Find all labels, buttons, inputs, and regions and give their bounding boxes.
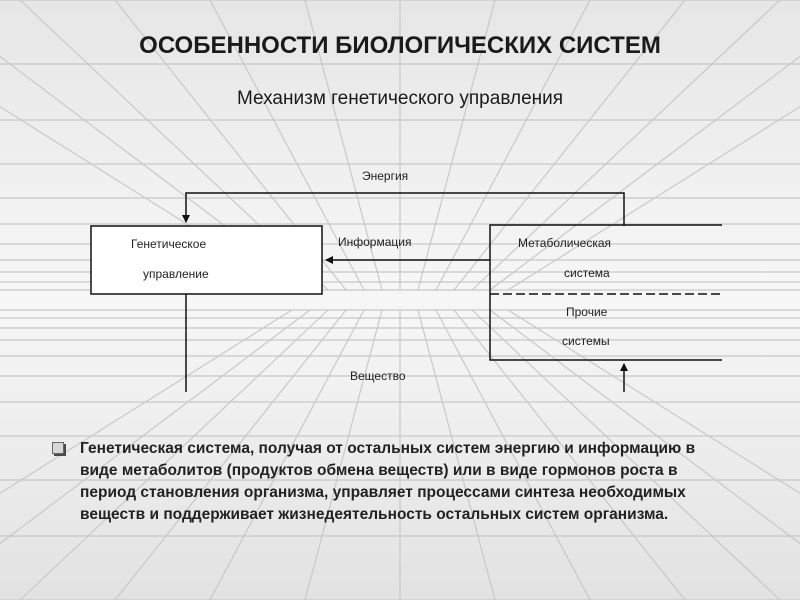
bullet-text: Генетическая система, получая от остальн… [80, 440, 696, 523]
other-box-line2: системы [562, 334, 610, 348]
genetic-box-line2: управление [143, 267, 209, 281]
bullet-item: Генетическая система, получая от остальн… [52, 438, 732, 526]
information-label: Информация [338, 235, 411, 249]
energy-label: Энергия [362, 169, 408, 183]
slide-title: ОСОБЕННОСТИ БИОЛОГИЧЕСКИХ СИСТЕМ [139, 32, 661, 59]
genetic-control-box [90, 225, 323, 295]
metabolic-box-line1: Метаболическая [518, 236, 611, 250]
slide-subtitle: Механизм генетического управления [236, 88, 564, 109]
energy-arrow [182, 192, 625, 226]
other-box-line1: Прочие [566, 305, 608, 319]
bullet-square-icon [52, 442, 64, 454]
metabolic-box-line2: система [564, 266, 610, 280]
substance-label: Вещество [350, 369, 406, 383]
metabolic-box-outline [489, 224, 722, 361]
genetic-control-diagram: Энергия Генетическое управление Информац… [90, 169, 722, 392]
genetic-box-line1: Генетическое [131, 237, 206, 251]
